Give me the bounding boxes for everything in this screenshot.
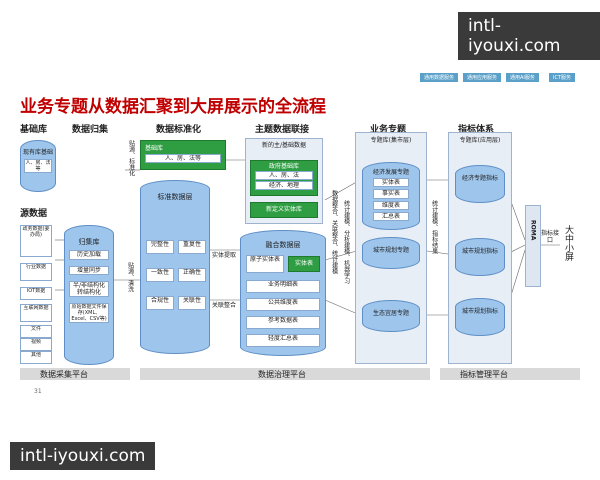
topic-sub-dimension: 维度表: [373, 200, 409, 210]
col-header-theme: 主题数据联接: [255, 125, 310, 135]
source-gov: 政务数据(委办局): [20, 225, 52, 257]
indicator-lib-title: 专题库(应用层): [459, 137, 501, 144]
source-video: 视频: [20, 338, 52, 351]
flow-label-2: 统计建模、分析建模、机器学习: [342, 200, 350, 284]
relation-integrate-label: 关联整合: [212, 302, 237, 309]
topic-city-label: 城市规划专题: [372, 247, 409, 254]
screen-label: 大中小屏: [563, 225, 573, 261]
quality-consistency: 一致性: [146, 268, 174, 282]
collect-cylinder: 归集库 历史加载 增量同步 半/非结构化转结构化 原始数据文件保存(XML、Ex…: [64, 225, 114, 365]
tab-ai-service[interactable]: 通用AI服务: [506, 73, 539, 82]
source-iot: IOT数据: [20, 287, 52, 300]
col-header-collect: 数据归集: [72, 125, 109, 135]
roma-label: ROMA: [529, 220, 537, 241]
indicator-city-2: 城市规划指标: [455, 298, 505, 336]
source-other: 其他: [20, 351, 52, 364]
footer-govern-platform: 数据治理平台: [258, 370, 306, 379]
quality-correctness: 正确性: [178, 268, 206, 282]
watermark-top: intl-iyouxi.com: [458, 12, 600, 60]
quality-integrity: 完整性: [146, 240, 174, 254]
standard-base-name: 基础库: [145, 145, 164, 152]
business-lib-title: 专题库(集市层): [370, 137, 412, 144]
topic-economy-label: 经济发展专题: [372, 169, 409, 176]
source-title: 源数据: [20, 209, 48, 219]
collect-arrow-label: 贴源、清洗: [126, 262, 134, 292]
footer-collect-platform: 数据采集平台: [40, 370, 88, 379]
col-header-indicator: 指标体系: [458, 125, 495, 135]
entity-extract-label: 实体提取: [212, 252, 237, 259]
standard-top-arrow-label: 贴源、标准化: [127, 140, 135, 176]
entity-table: 实体表: [288, 256, 320, 272]
quality-compliance: 合规性: [146, 296, 174, 310]
light-summary-table: 轻度汇总表: [246, 334, 320, 347]
gov-eco-geo: 经济、地理: [255, 181, 313, 191]
footer-band-indicator: [440, 368, 580, 380]
footer-band-govern: [140, 368, 430, 380]
indicator-city2-label: 城市规划指标: [461, 308, 498, 315]
standard-layer-cylinder: 标准数据层: [140, 180, 210, 354]
topic-eco-label: 生态宜居专题: [372, 310, 409, 317]
indicator-city-label: 城市规划指标: [461, 248, 498, 255]
topic-economy: 经济发展专题 实体表 事实表 维度表 汇总表: [362, 162, 420, 230]
page-number: 31: [34, 388, 42, 395]
tab-app-service[interactable]: 通用应用服务: [463, 73, 502, 82]
topic-city-planning: 城市规划专题: [362, 237, 420, 269]
footer-band-collect: [20, 368, 130, 380]
topic-sub-fact: 事实表: [373, 189, 409, 199]
gov-base-items: 人、房、法: [255, 171, 313, 181]
flow-label-3: 统计建模、指标结果: [430, 200, 438, 254]
public-dimension-table: 公共维度表: [246, 298, 320, 311]
flow-label-1: 数据整合、关联整合、统计建模: [330, 190, 338, 274]
base-library-cylinder: 现有库基础 人、房、法等: [20, 140, 56, 192]
indicator-city: 城市规划指标: [455, 238, 505, 276]
collect-title: 归集库: [78, 238, 100, 246]
standard-base-library: 基础库 人、房、法等: [140, 140, 226, 170]
fusion-layer-title: 融合数据层: [265, 241, 301, 249]
page-title: 业务专题从数据汇聚到大屏展示的全流程: [20, 97, 326, 117]
standard-base-items: 人、房、法等: [145, 154, 221, 164]
atomic-entity-table: 原子实体表: [246, 255, 284, 273]
tab-ict-service[interactable]: ICT服务: [549, 73, 576, 82]
collect-history: 历史加载: [69, 250, 109, 260]
footer-indicator-platform: 指标管理平台: [460, 370, 508, 379]
indicator-economy-label: 经济专题指标: [461, 175, 498, 182]
collect-convert: 半/非结构化转结构化: [69, 280, 109, 298]
new-entity-library: 新定义实体库: [250, 202, 318, 218]
collect-increment: 增量同步: [69, 265, 109, 275]
roma-bar: ROMA: [525, 205, 541, 287]
standard-layer-title: 标准数据层: [157, 193, 193, 201]
quality-relation: 关联性: [178, 296, 206, 310]
theme-panel-title: 新的主/基础数据: [261, 142, 307, 149]
reference-data-table: 参考数据表: [246, 316, 320, 329]
source-industry: 行业数据: [20, 263, 52, 281]
source-internet: 互联网数据: [20, 304, 52, 322]
watermark-bottom: intl-iyouxi.com: [10, 442, 156, 470]
base-library-name: 现有库基础: [22, 149, 53, 156]
col-header-standard: 数据标准化: [156, 125, 202, 135]
base-library-items: 人、房、法等: [24, 159, 52, 174]
topic-sub-entity: 实体表: [373, 178, 409, 188]
collect-raw-files: 原始数据文件保存(XML、Excel、CSV等): [69, 303, 109, 324]
col-header-base: 基础库: [20, 125, 48, 135]
source-file: 文件: [20, 325, 52, 338]
quality-duplicate: 重复性: [178, 240, 206, 254]
topic-sub-summary: 汇总表: [373, 211, 409, 221]
col-header-business: 业务专题: [370, 125, 407, 135]
gov-base-library: 政府基础库 人、房、法 经济、地理: [250, 160, 318, 196]
topic-eco-living: 生态宜居专题: [362, 300, 420, 332]
indicator-economy: 经济专题指标: [455, 165, 505, 203]
indicator-interface-label: 指标接口: [541, 230, 560, 245]
business-detail-table: 业务明细表: [246, 280, 320, 293]
gov-base-name: 政府基础库: [268, 163, 299, 170]
tab-data-service[interactable]: 通用数据服务: [420, 73, 459, 82]
